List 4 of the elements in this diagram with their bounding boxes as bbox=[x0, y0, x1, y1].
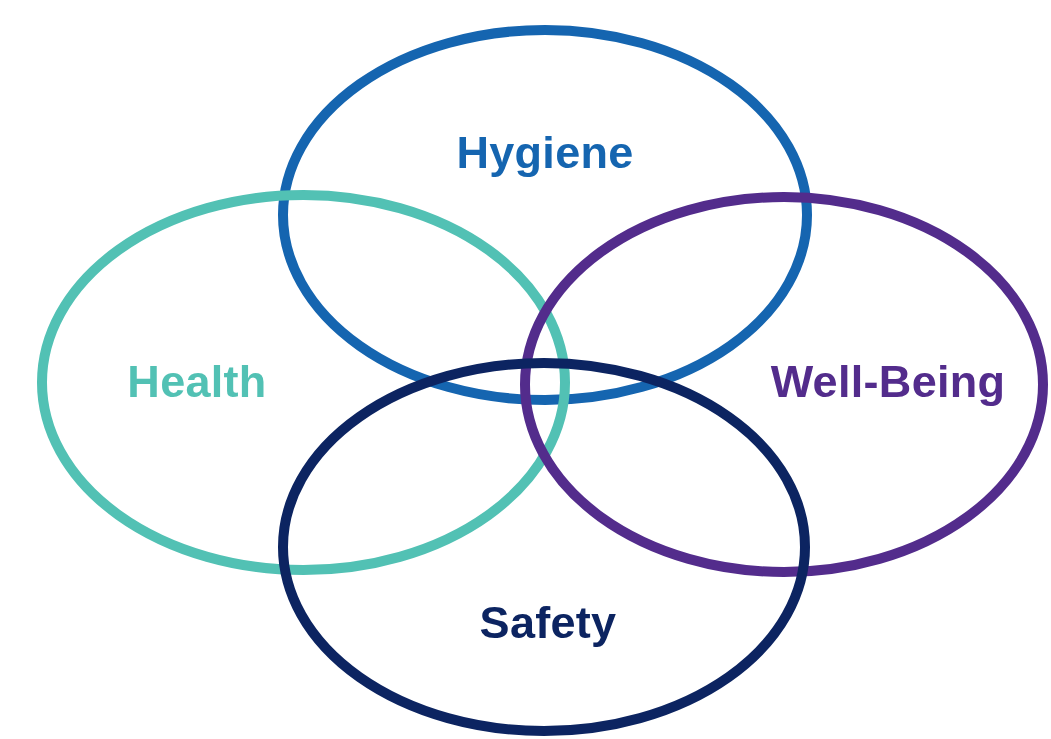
circle-label: Health bbox=[127, 356, 267, 408]
circle-label: Hygiene bbox=[456, 127, 634, 179]
circle-label: Well-Being bbox=[770, 356, 1006, 408]
circle-label: Safety bbox=[479, 597, 617, 649]
